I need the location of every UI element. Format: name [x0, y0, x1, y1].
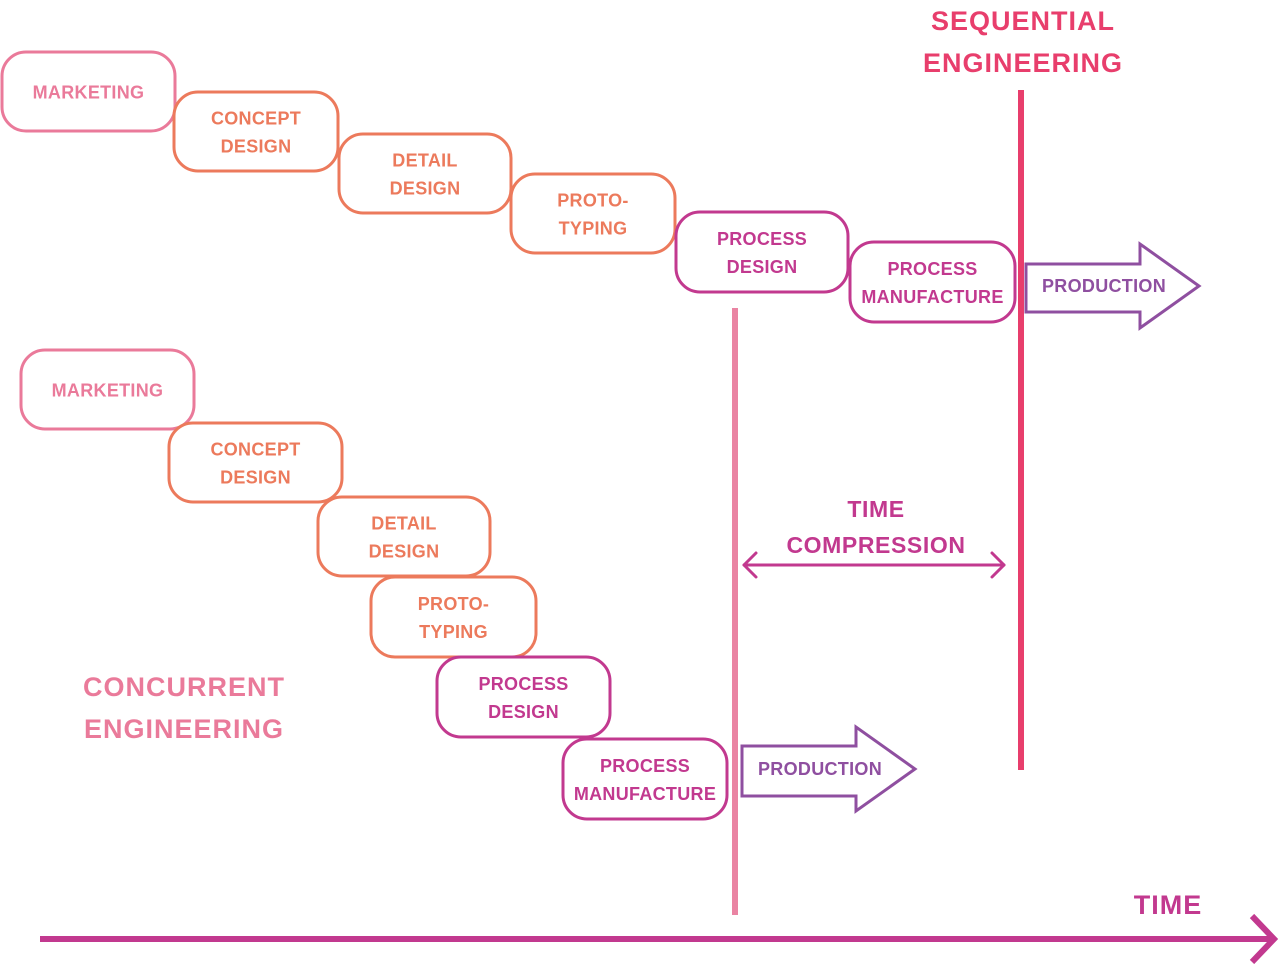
sequential-title-line2: ENGINEERING	[923, 48, 1123, 78]
time-axis-arrow	[40, 913, 1279, 964]
stage-label-line2: TYPING	[559, 219, 628, 239]
stage-box	[509, 172, 677, 255]
sequential-stage-proto-typing: PROTO- TYPING	[509, 172, 677, 255]
sequential-stage-process-design: PROCESS DESIGN	[674, 210, 850, 294]
sequential-stage-marketing: MARKETING	[0, 50, 177, 133]
concurrent-stages: MARKETING CONCEPT DESIGN DETAIL DESIGN PROTO-…	[19, 348, 729, 821]
stage-label-line2: DESIGN	[221, 137, 292, 157]
sequential-stage-process-manufacture: PROCESS MANUFACTURE	[848, 240, 1017, 324]
sequential-stage-concept-design: CONCEPT DESIGN	[172, 90, 340, 173]
sequential-stages: MARKETING CONCEPT DESIGN DETAIL DESIGN PROTO-…	[0, 50, 1017, 324]
stage-box	[167, 421, 344, 504]
stage-label-line1: DETAIL	[371, 514, 436, 534]
stage-box	[561, 737, 729, 821]
stage-box	[674, 210, 850, 294]
stage-box	[172, 90, 340, 173]
concurrent-stage-process-design: PROCESS DESIGN	[435, 655, 612, 739]
stage-label-line2: MANUFACTURE	[861, 287, 1003, 307]
stage-label-line1: CONCEPT	[210, 440, 300, 460]
stage-label-line1: MARKETING	[52, 381, 164, 401]
concurrent-production-arrow: PRODUCTION	[740, 724, 918, 814]
compression-arrow-right-head	[990, 551, 1006, 579]
stage-label-line2: TYPING	[419, 622, 488, 642]
sequential-production-arrow: PRODUCTION	[1024, 241, 1202, 331]
concurrent-title-line2: ENGINEERING	[84, 714, 284, 744]
stage-box	[19, 348, 196, 431]
stage-label-line1: PROCESS	[478, 674, 568, 694]
stage-box	[435, 655, 612, 739]
stage-box	[316, 495, 492, 578]
time-compression-label-line1: TIME	[847, 496, 904, 522]
stage-label-line1: DETAIL	[392, 151, 457, 171]
compression-arrow-left-head	[742, 551, 758, 579]
stage-box	[337, 132, 513, 215]
stage-box	[848, 240, 1017, 324]
sequential-production-label: PRODUCTION	[1042, 276, 1166, 296]
concurrent-title-line1: CONCURRENT	[83, 672, 285, 702]
time-compression-double-arrow	[742, 551, 1006, 579]
production-arrow-shape	[1024, 241, 1202, 331]
time-compression-label-line2: COMPRESSION	[786, 532, 965, 558]
stage-label-line2: MANUFACTURE	[574, 784, 716, 804]
concurrent-production-label: PRODUCTION	[758, 759, 882, 779]
stage-label-line1: PROTO-	[418, 594, 489, 614]
production-arrow-shape	[740, 724, 918, 814]
concurrent-stage-concept-design: CONCEPT DESIGN	[167, 421, 344, 504]
stage-box	[0, 50, 177, 133]
time-axis-head	[1249, 913, 1279, 964]
stage-label-line1: PROTO-	[557, 191, 628, 211]
stage-label-line1: PROCESS	[600, 756, 690, 776]
stage-label-line2: DESIGN	[390, 179, 461, 199]
concurrent-stage-process-manufacture: PROCESS MANUFACTURE	[561, 737, 729, 821]
stage-label-line1: PROCESS	[717, 229, 807, 249]
stage-label-line1: MARKETING	[33, 83, 145, 103]
stage-label-line2: DESIGN	[727, 257, 798, 277]
stage-label-line2: DESIGN	[369, 542, 440, 562]
sequential-title-line1: SEQUENTIAL	[931, 6, 1115, 36]
stage-label-line1: CONCEPT	[211, 109, 301, 129]
concurrent-stage-detail-design: DETAIL DESIGN	[316, 495, 492, 578]
stage-box	[369, 575, 538, 659]
time-axis-label: TIME	[1134, 890, 1203, 920]
concurrent-stage-proto-typing: PROTO- TYPING	[369, 575, 538, 659]
concurrent-stage-marketing: MARKETING	[19, 348, 196, 431]
stage-label-line1: PROCESS	[887, 259, 977, 279]
stage-label-line2: DESIGN	[220, 468, 291, 488]
stage-label-line2: DESIGN	[488, 702, 559, 722]
sequential-stage-detail-design: DETAIL DESIGN	[337, 132, 513, 215]
